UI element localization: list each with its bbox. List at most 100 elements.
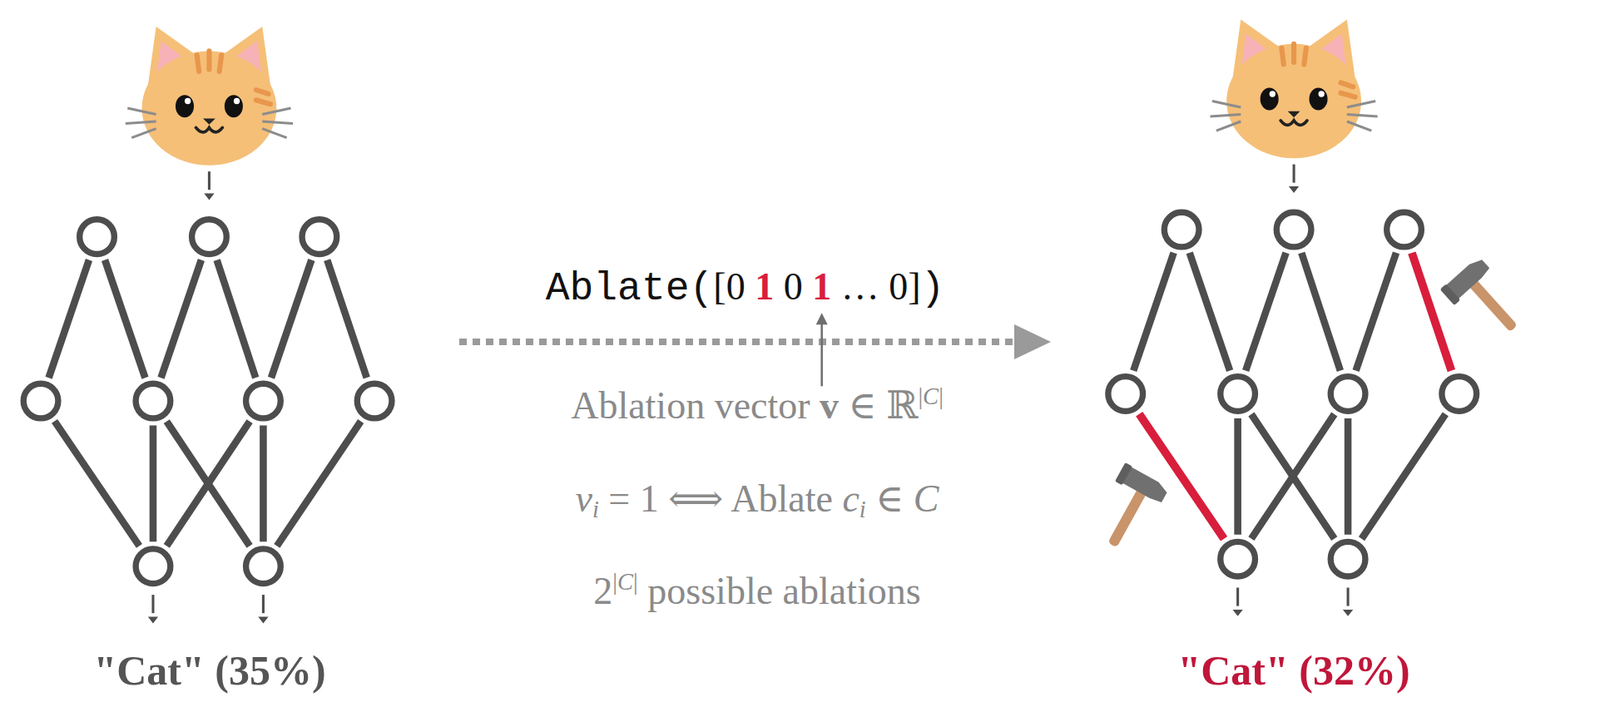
network-panel: "Cat" (32%): [1050, 24, 1592, 699]
glyph: [876, 384, 887, 427]
glyph: b: [726, 569, 746, 613]
glyph: [704, 384, 715, 427]
glyph: 2: [593, 569, 613, 613]
network-connection: [1301, 252, 1341, 372]
glyph: t: [641, 266, 666, 312]
neuron: [1441, 376, 1477, 412]
glyph: [831, 265, 842, 308]
glyph: v: [819, 384, 839, 427]
input-arrowhead: [203, 193, 214, 201]
glyph: [879, 265, 890, 308]
glyph: 0: [783, 265, 803, 308]
ablated-connection: [1411, 252, 1452, 372]
glyph: n: [886, 569, 907, 613]
glyph: v: [575, 477, 593, 521]
network-connection: [1189, 252, 1230, 372]
glyph: o: [867, 569, 887, 613]
formula-note: vi = 1 ⟺ Ablate ci ∈ C: [575, 475, 940, 525]
network-connection: [326, 260, 367, 379]
glyph: [658, 477, 669, 521]
glyph: |: [633, 569, 639, 595]
glyph: o: [666, 384, 686, 427]
glyph: [599, 477, 610, 521]
glyph: ∈: [875, 477, 904, 521]
glyph: [745, 265, 756, 308]
glyph: l: [617, 384, 629, 427]
network-connection: [166, 421, 250, 547]
glyph: …: [841, 265, 880, 308]
glyph: A: [545, 266, 570, 312]
neuron: [356, 383, 392, 419]
cat-face: [125, 26, 293, 166]
glyph: ℝ: [886, 384, 918, 427]
neuron: [79, 219, 115, 255]
network-connection: [104, 259, 145, 378]
glyph: p: [647, 569, 667, 613]
neuron: [246, 383, 282, 419]
formula-note: Ablation vector v ∈ ℝ|C|: [570, 382, 944, 429]
network-connection: [217, 260, 257, 379]
glyph: ∈: [848, 384, 877, 427]
glyph: i: [592, 496, 600, 523]
glyph: n: [685, 384, 705, 427]
neuron: [302, 219, 337, 255]
glyph: c: [842, 477, 859, 521]
glyph: l: [777, 477, 788, 521]
glyph: [903, 477, 914, 521]
glyph: e: [815, 477, 833, 521]
glyph: ): [921, 266, 946, 312]
glyph: 1: [639, 477, 659, 521]
glyph: A: [730, 477, 758, 521]
dashed-connector: [459, 338, 1018, 346]
glyph: v: [714, 384, 734, 427]
label-holder: Ablate([0 1 0 1 … 0]): [545, 263, 946, 314]
glyph: i: [655, 384, 667, 427]
hammer-icon: [1440, 255, 1531, 348]
glyph: 0: [888, 265, 908, 308]
neural-network: [23, 171, 392, 624]
glyph: l: [818, 569, 830, 613]
glyph: =: [608, 477, 630, 521]
glyph: l: [745, 569, 757, 613]
network-connection: [1133, 252, 1174, 372]
glyph: 0: [726, 265, 746, 308]
glyph: b: [757, 477, 778, 521]
glyph: [: [713, 265, 726, 308]
glyph: [810, 384, 821, 427]
glyph: s: [685, 569, 701, 613]
ablated-connection: [1139, 414, 1224, 540]
network-connection: [1344, 418, 1353, 535]
neuron: [135, 383, 171, 419]
glyph: e: [756, 569, 773, 613]
pointer-arrow: [816, 312, 828, 387]
network-connection: [1251, 414, 1335, 540]
glyph: b: [569, 266, 594, 312]
glyph: |: [938, 383, 944, 410]
glyph: [723, 477, 731, 521]
network-connection: [54, 421, 140, 546]
network-connection: [1362, 414, 1447, 540]
neuron: [1220, 376, 1256, 412]
ablate-call: Ablate([0 1 0 1 … 0]): [545, 263, 946, 314]
glyph: C: [617, 569, 634, 595]
glyph: r: [797, 384, 810, 427]
formula-note: 2|C| possible ablations: [593, 568, 921, 615]
glyph: i: [859, 496, 867, 523]
network-connection: [49, 259, 90, 378]
glyph: 1: [754, 265, 774, 308]
glyph: b: [799, 569, 819, 613]
glyph: [772, 569, 783, 613]
hammer-icon: [1087, 462, 1170, 556]
network-connection: [1233, 418, 1242, 535]
glyph: C: [922, 383, 939, 410]
network-connection: [271, 259, 312, 378]
output-arrowhead: [257, 616, 268, 624]
neuron: [1164, 212, 1199, 248]
glyph: [629, 477, 640, 521]
prediction-label: "Cat" (32%): [1172, 646, 1415, 696]
glyph: a: [628, 384, 645, 427]
glyph: e: [665, 266, 690, 312]
neuron: [135, 549, 171, 585]
input-arrowhead: [1288, 186, 1299, 194]
neuron: [1220, 541, 1256, 577]
